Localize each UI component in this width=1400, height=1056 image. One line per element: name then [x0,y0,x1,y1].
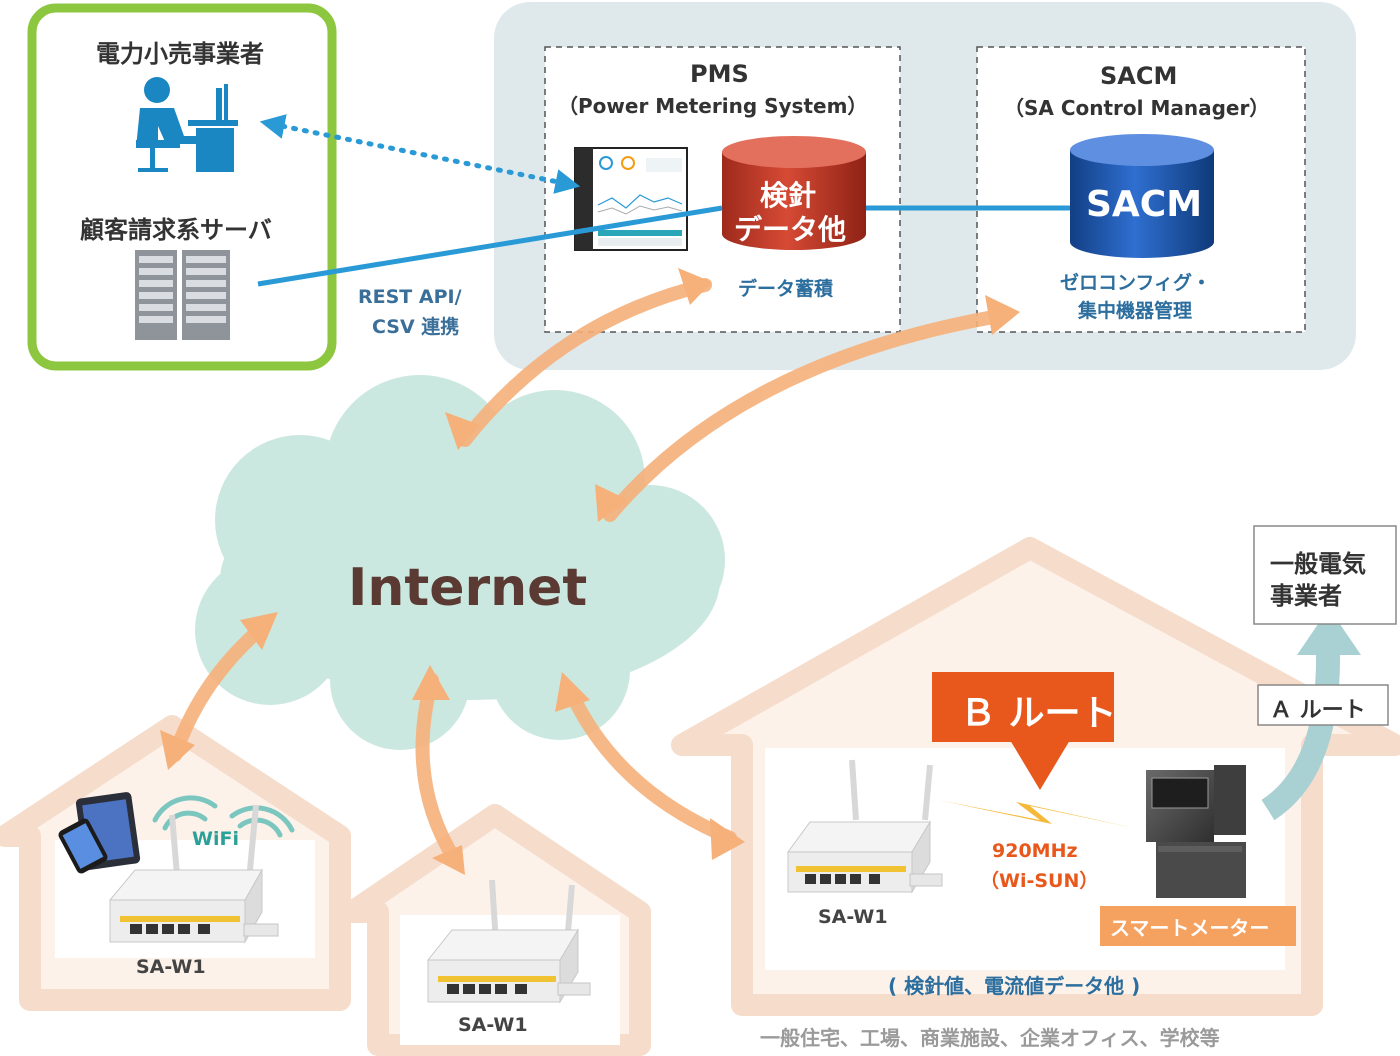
wifi-arcs-icon [152,795,295,838]
smart-meter-label: スマートメーター [1110,916,1270,940]
api-link-line [257,205,723,287]
operator-icon [136,77,238,172]
router-left-icon [108,804,279,944]
sacm-subtitle: （SA Control Manager） [1004,96,1270,120]
router-middle-icon [426,879,591,1004]
router-right-icon [787,759,943,894]
pms-title: PMS [690,60,749,88]
tablet-icon [58,792,141,874]
wifi-label: WiFi [192,828,239,850]
internet-cloud [195,375,725,750]
wireless-bolt [938,800,1134,828]
sacm-db-label: SACM [1086,184,1203,225]
route-b-label: Ｂ ルート [960,693,1117,734]
pms-db-label-2: データ他 [734,213,847,246]
sacm-caption-2: 集中機器管理 [1078,300,1193,322]
route-a-box [1257,684,1389,726]
server-label: 顧客請求系サーバ [80,216,272,244]
device-label-left: SA-W1 [136,956,206,978]
device-label-middle: SA-W1 [458,1014,528,1036]
utility-label-1: 一般電気 [1270,550,1366,578]
sacm-database-icon [1070,134,1214,258]
api-label-2: CSV 連携 [372,316,460,338]
utility-label-2: 事業者 [1270,582,1342,610]
internet-label: Internet [348,558,588,618]
server-icon [135,250,230,340]
route-b-callout [932,672,1114,790]
route-a-label: Ａ ルート [1270,698,1366,723]
pms-subtitle: （Power Metering System） [558,94,868,118]
api-label-1: REST API/ [358,286,462,308]
pms-database-icon [722,136,866,250]
route-a-arrow [1261,608,1361,821]
retailer-title: 電力小売事業者 [96,40,264,68]
smart-meter-icon [1146,765,1246,898]
meter-label-box [1100,906,1296,946]
frequency-label-2: （Wi-SUN） [980,870,1099,892]
device-label-right: SA-W1 [818,906,888,928]
pms-dashboard-thumbnail [574,147,688,251]
arrow-heads [160,268,1020,875]
pms-db-label-1: 検針 [760,179,817,212]
sacm-title: SACM [1100,62,1178,90]
frequency-label-1: 920MHz [992,840,1078,862]
pms-caption: データ蓄積 [738,278,834,300]
sacm-caption-1: ゼロコンフィグ・ [1060,272,1212,294]
utility-box [1253,525,1397,625]
data-description: ( 検針値、電流値データ他 ) [888,974,1141,998]
facility-types: 一般住宅、工場、商業施設、企業オフィス、学校等 [760,1026,1220,1050]
operator-dotted-link [259,114,581,194]
network-arrows [168,278,1012,867]
